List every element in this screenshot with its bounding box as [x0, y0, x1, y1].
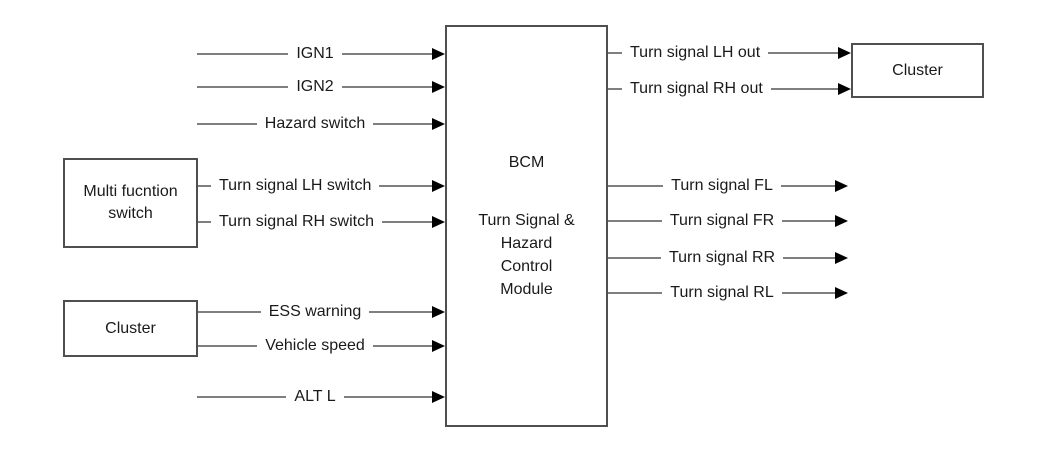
wire: [780, 185, 837, 187]
input-row-ess-warning: ESS warning: [197, 302, 445, 322]
arrowhead-icon: [835, 180, 849, 192]
bcm-subtitle-line1: Turn Signal &: [478, 212, 575, 229]
signal-label: ALT L: [286, 388, 344, 406]
output-row-turn-signal-rh-out: Turn signal RH out: [608, 79, 851, 99]
signal-label: Turn signal FL: [663, 177, 781, 195]
wire: [373, 123, 434, 125]
wire: [608, 88, 622, 90]
arrowhead-icon: [432, 81, 445, 93]
wire: [197, 311, 261, 313]
signal-label: ESS warning: [260, 303, 370, 321]
wire: [608, 257, 661, 259]
wire: [782, 220, 837, 222]
bcm-box: BCM Turn Signal & Hazard Control Module: [445, 25, 608, 427]
wire: [197, 86, 289, 88]
input-row-vehicle-speed: Vehicle speed: [197, 336, 446, 356]
arrowhead-icon: [835, 252, 849, 264]
output-row-turn-signal-lh-out: Turn signal LH out: [608, 43, 851, 63]
signal-label: IGN2: [288, 78, 342, 96]
signal-label: IGN1: [288, 45, 342, 63]
signal-label: Turn signal LH switch: [211, 177, 380, 195]
arrowhead-icon: [432, 48, 445, 60]
wire: [608, 220, 662, 222]
wire: [343, 396, 433, 398]
arrowhead-icon: [432, 340, 446, 352]
multi-function-switch-label-line1: Multi fucntion: [83, 183, 178, 200]
wire: [783, 257, 837, 259]
cluster-right-label: Cluster: [892, 61, 943, 79]
arrowhead-icon: [432, 306, 445, 318]
wire: [770, 88, 839, 90]
bcm-subtitle-line2: Hazard: [500, 235, 553, 252]
wire: [382, 221, 433, 223]
wire: [197, 345, 258, 347]
bcm-subtitle-line4: Module: [500, 281, 553, 298]
signal-label: Turn signal RR: [660, 249, 784, 267]
multi-function-switch-box: Multi fucntion switch: [63, 158, 198, 248]
signal-label: Turn signal RH switch: [211, 213, 383, 231]
signal-label: Turn signal FR: [661, 212, 783, 230]
input-row-turn-signal-lh-switch: Turn signal LH switch: [197, 176, 445, 196]
input-row-alt-l: ALT L: [197, 387, 445, 407]
arrowhead-icon: [432, 118, 446, 130]
wire: [197, 221, 211, 223]
signal-label: Vehicle speed: [257, 337, 373, 355]
arrowhead-icon: [432, 391, 445, 403]
output-row-turn-signal-fr: Turn signal FR: [608, 211, 849, 231]
wire: [197, 53, 289, 55]
bcm-subtitle-line3: Control: [500, 258, 553, 275]
input-row-hazard-switch: Hazard switch: [197, 114, 446, 134]
signal-label: Turn signal LH out: [622, 44, 769, 62]
output-row-turn-signal-rl: Turn signal RL: [608, 283, 849, 303]
wire: [608, 52, 622, 54]
bcm-title: BCM: [508, 154, 545, 171]
cluster-left-label: Cluster: [105, 319, 156, 337]
wire: [781, 292, 837, 294]
wire: [341, 86, 433, 88]
arrowhead-icon: [838, 47, 851, 59]
signal-label: Hazard switch: [256, 115, 374, 133]
wire: [197, 123, 257, 125]
wire: [608, 185, 664, 187]
output-row-turn-signal-fl: Turn signal FL: [608, 176, 849, 196]
wire: [608, 292, 663, 294]
multi-function-switch-label-line2: switch: [108, 205, 153, 222]
arrowhead-icon: [432, 180, 445, 192]
wire: [197, 185, 211, 187]
cluster-right-box: Cluster: [851, 43, 984, 98]
input-row-turn-signal-rh-switch: Turn signal RH switch: [197, 212, 445, 232]
wire: [369, 311, 433, 313]
arrowhead-icon: [432, 216, 445, 228]
arrowhead-icon: [835, 215, 849, 227]
wire: [341, 53, 433, 55]
wire: [768, 52, 839, 54]
input-row-ign2: IGN2: [197, 77, 445, 97]
signal-label: Turn signal RL: [662, 284, 782, 302]
output-row-turn-signal-rr: Turn signal RR: [608, 248, 849, 268]
bcm-subtitle: Turn Signal & Hazard Control Module: [478, 209, 574, 301]
wire: [379, 185, 433, 187]
input-row-ign1: IGN1: [197, 44, 445, 64]
signal-label: Turn signal RH out: [622, 80, 771, 98]
arrowhead-icon: [835, 287, 849, 299]
wire: [372, 345, 434, 347]
cluster-left-box: Cluster: [63, 300, 198, 357]
wire: [197, 396, 287, 398]
arrowhead-icon: [838, 83, 851, 95]
